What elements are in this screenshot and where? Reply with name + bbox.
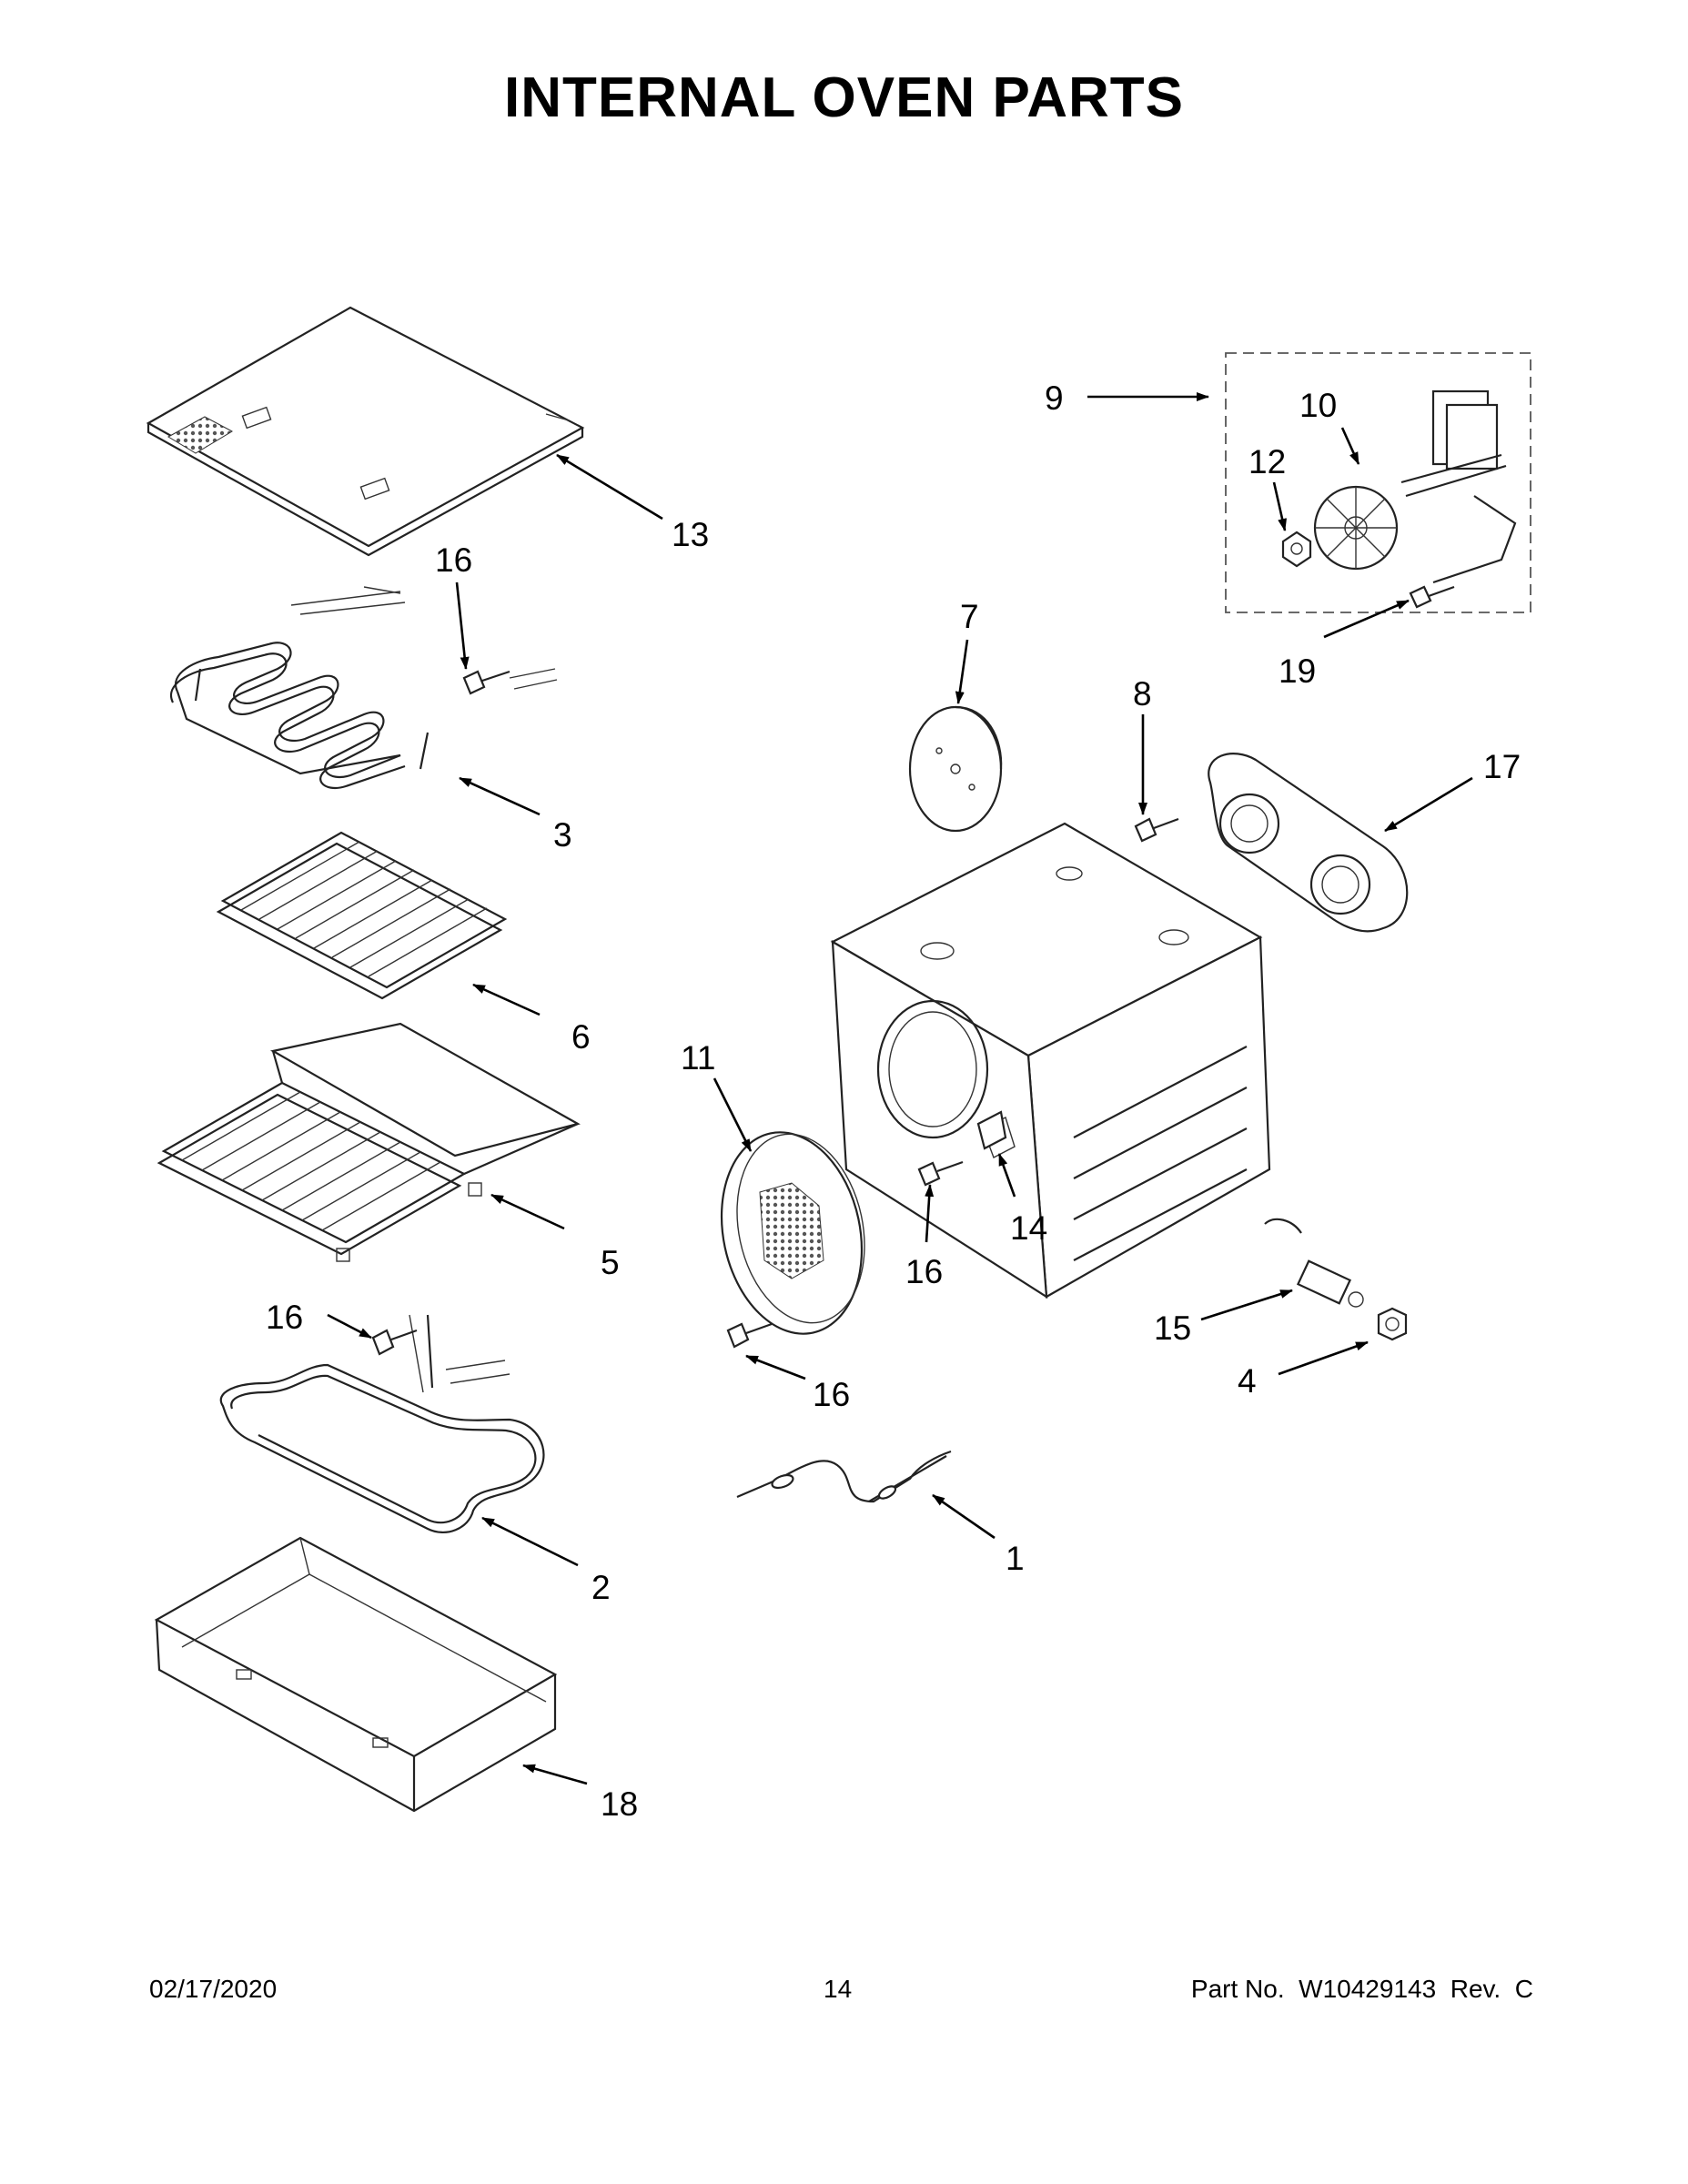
screw-part-19 xyxy=(1409,585,1455,609)
callout-8: 8 xyxy=(1133,675,1152,713)
meat-probe-part xyxy=(736,1450,952,1503)
broil-element-part xyxy=(170,586,558,789)
callout-16: 16 xyxy=(435,541,472,579)
callout-16: 16 xyxy=(266,1299,303,1336)
callout-2: 2 xyxy=(591,1569,611,1606)
convection-cover-part xyxy=(1208,753,1409,933)
convection-baffle-part xyxy=(720,1131,865,1335)
callout-4: 4 xyxy=(1238,1362,1257,1400)
footer-part-number: Part No. W10429143 Rev. C xyxy=(1190,1975,1533,2003)
screw-part-8 xyxy=(1134,817,1179,843)
callout-1: 1 xyxy=(1006,1540,1025,1577)
bottom-panel-part xyxy=(154,1536,558,1813)
insulation-disc-part xyxy=(908,705,1003,833)
page-title: INTERNAL OVEN PARTS xyxy=(504,66,1184,129)
callout-5: 5 xyxy=(601,1244,620,1281)
footer-page-number: 14 xyxy=(824,1975,853,2003)
bracket-part-14 xyxy=(976,1110,1007,1150)
extension-rack-part xyxy=(157,1022,581,1262)
callout-14: 14 xyxy=(1010,1209,1047,1247)
callout-18: 18 xyxy=(601,1785,638,1823)
top-panel-part xyxy=(146,306,585,557)
nut-part-4 xyxy=(1377,1307,1408,1341)
light-socket-part-15 xyxy=(1264,1218,1364,1308)
callout-labels: 13 16 3 6 5 16 2 18 9 10 12 19 7 8 17 11… xyxy=(266,379,1521,1823)
leader-lines xyxy=(327,392,1473,1785)
callout-9: 9 xyxy=(1045,379,1064,417)
screw-part-16a xyxy=(462,670,510,695)
fan-blade-part xyxy=(1313,485,1399,571)
callout-13: 13 xyxy=(672,516,709,553)
nut-part xyxy=(1281,531,1312,568)
callout-3: 3 xyxy=(553,816,572,854)
callout-15: 15 xyxy=(1154,1309,1191,1347)
screw-part-16c xyxy=(371,1329,418,1356)
callout-16: 16 xyxy=(905,1253,943,1290)
bake-element-part xyxy=(219,1314,545,1533)
screw-part-16d xyxy=(726,1322,773,1349)
oven-rack-part xyxy=(216,831,508,1000)
callout-10: 10 xyxy=(1299,387,1337,424)
callout-17: 17 xyxy=(1483,748,1521,785)
footer-date: 02/17/2020 xyxy=(149,1975,278,2003)
callout-12: 12 xyxy=(1248,443,1286,480)
callout-16: 16 xyxy=(813,1376,850,1413)
callout-11: 11 xyxy=(681,1039,715,1077)
callout-6: 6 xyxy=(571,1018,591,1056)
convection-motor-assembly xyxy=(1225,352,1531,613)
oven-cavity-part xyxy=(830,822,1271,1299)
callout-7: 7 xyxy=(960,598,979,635)
screw-part-16b xyxy=(917,1160,964,1187)
callout-19: 19 xyxy=(1279,652,1316,690)
